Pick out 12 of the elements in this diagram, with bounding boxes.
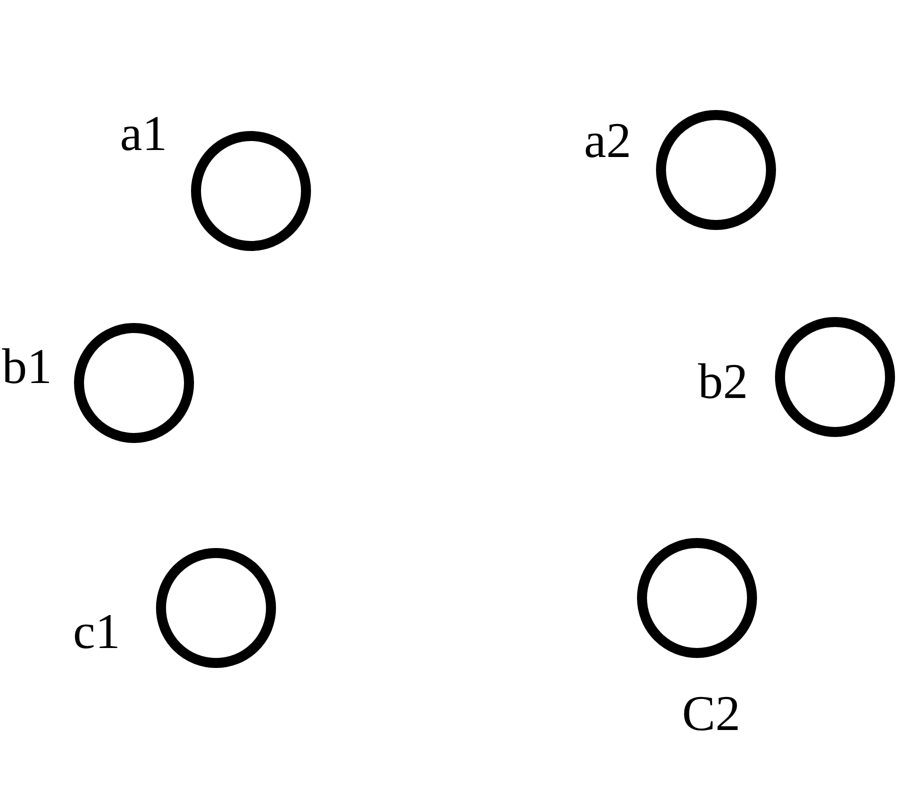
node-label: a2 [584,115,632,165]
node-label: b1 [2,341,52,391]
node-label: b2 [698,356,748,406]
circle [156,548,276,668]
node-label: a1 [120,108,168,158]
circle [74,323,194,443]
node-label: C2 [682,688,740,738]
circle [191,131,311,251]
node-label: c1 [73,606,120,656]
circle [637,538,757,658]
circle [656,110,776,230]
circle [775,317,895,437]
